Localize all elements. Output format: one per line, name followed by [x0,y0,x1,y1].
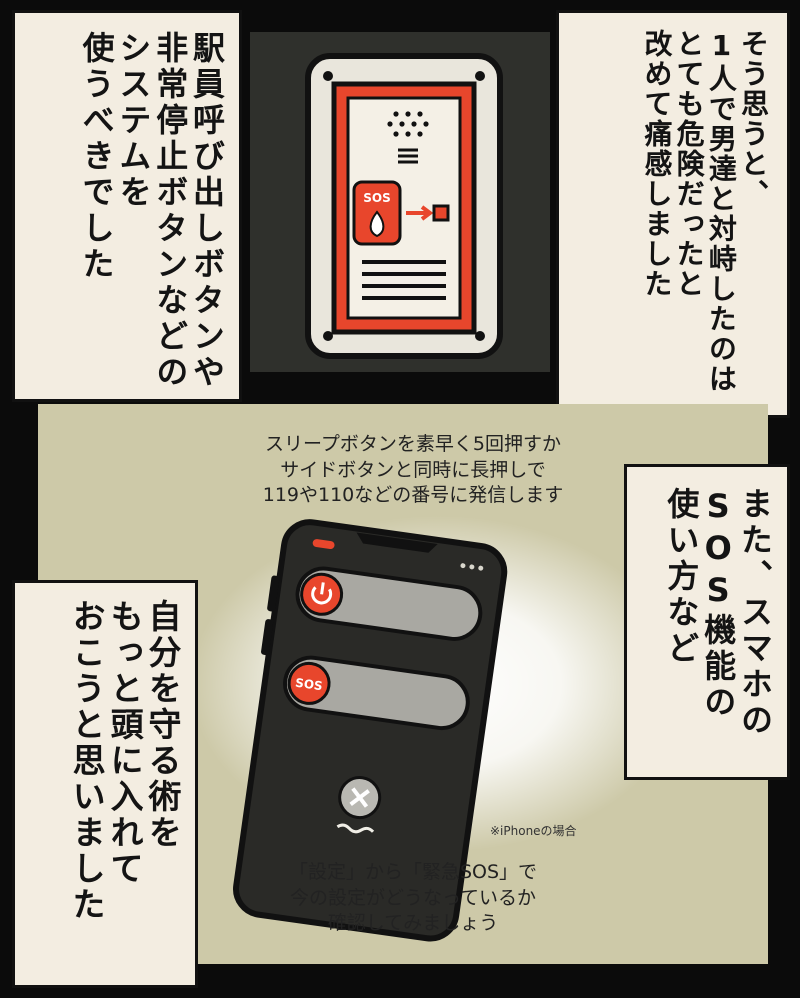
caption-top-right: そう思うと、 1人で男達と対峙したのは とても危険だったと 改めて痛感しました [640,29,770,394]
sos-label: SOS [363,191,391,205]
iphone-note: ※iPhoneの場合 [490,824,577,838]
screw-icon [323,71,333,81]
caption-box-bottom-left: 自分を守る術を もっと頭に入れて おこうと思いました [12,580,198,988]
fire-icon [369,210,385,238]
settings-line-1: 「設定」から「緊急SOS」で [288,861,538,883]
caption-box-top-right: そう思うと、 1人で男達と対峙したのは とても危険だったと 改めて痛感しました [556,10,790,418]
screw-icon [475,331,485,341]
settings-instructions: 「設定」から「緊急SOS」で 今の設定がどうなっているか 確認してみましょう [198,860,628,937]
caption-box-top-left: 駅員呼び出しボタンや 非常停止ボタンなどの システムを 使うべきでした [12,10,242,402]
side-button [267,575,280,612]
settings-line-3: 確認してみましょう [327,912,499,935]
power-off-slider[interactable] [294,565,483,642]
speaker-grille-icon [387,111,429,137]
phone-sos-label: SOS [294,676,323,694]
indicator-light [432,204,450,222]
instruction-line-1: スリープボタンを素早く5回押すか [265,433,561,455]
smartphone-illustration: SOS [233,519,508,942]
caption-mid-right: また、スマホの SOS機能の 使い方など [662,487,774,739]
instruction-lines [362,260,446,300]
caption-box-mid-right: また、スマホの SOS機能の 使い方など [624,464,790,780]
screw-icon [323,331,333,341]
sos-icon [287,661,331,705]
emergency-call-device-illustration: SOS [305,53,503,359]
instruction-line-2: サイドボタンと同時に長押しで [280,458,546,481]
phone-instructions: スリープボタンを素早く5回押すか サイドボタンと同時に長押しで 119や110な… [198,432,628,509]
screw-icon [475,71,485,81]
side-button [261,619,274,656]
instruction-line-3: 119や110などの番号に発信します [262,484,564,507]
status-dot [312,539,335,550]
caption-bottom-left: 自分を守る術を もっと頭に入れて おこうと思いました [67,599,182,923]
device-panel: SOS [250,32,550,372]
emergency-sos-slider[interactable] [282,654,471,731]
menu-lines-icon [398,148,418,164]
caption-top-left: 駅員呼び出しボタンや 非常停止ボタンなどの システムを 使うべきでした [77,31,226,391]
settings-line-2: 今の設定がどうなっているか [289,886,537,909]
